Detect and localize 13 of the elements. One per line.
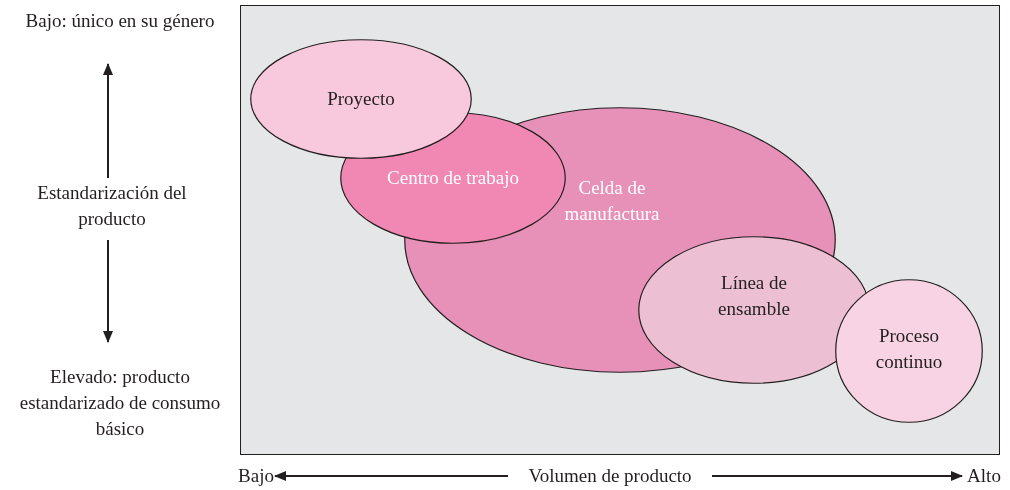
ellipse-label: Línea de ensamble — [717, 271, 791, 321]
axis-end-label: Alto — [966, 464, 1002, 488]
ellipse-label: Celda de manufactura — [563, 176, 661, 226]
axis-title: Volumen de producto — [527, 464, 693, 488]
axis-end-label: Bajo: único en su género — [24, 9, 216, 33]
ellipse-label: Centro de trabajo — [386, 166, 520, 190]
ellipse-label: Proceso continuo — [874, 324, 944, 374]
axis-end-label: Bajo — [237, 464, 275, 488]
ellipse — [250, 39, 472, 159]
axis-end-label: Elevado: producto estandarizado de consumo básico — [18, 365, 222, 441]
axis-title: Estandarización del producto — [36, 181, 188, 231]
ellipse-label: Proyecto — [326, 87, 396, 111]
ellipse — [835, 279, 983, 423]
